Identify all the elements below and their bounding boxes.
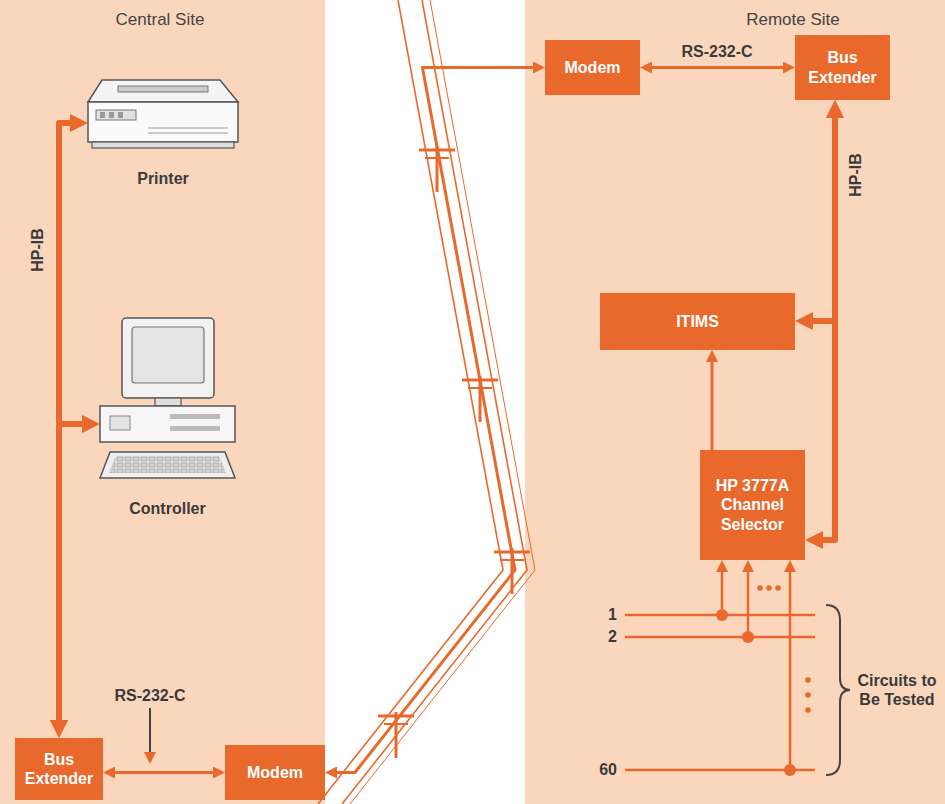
equipment-box: Modem xyxy=(545,40,640,95)
printer-drawing xyxy=(88,80,238,148)
printer-illustration: Printer xyxy=(88,78,238,188)
circuit-number: 60 xyxy=(599,760,617,779)
signal-connector xyxy=(711,356,714,450)
controller-illustration: Controller xyxy=(100,318,235,518)
signal-connector xyxy=(331,68,539,773)
site-panel: Central SitePrinterControllerBus Extende… xyxy=(0,0,325,804)
equipment-box: ITIMS xyxy=(600,293,795,350)
circuit-number: 2 xyxy=(608,627,617,646)
signal-connector xyxy=(646,66,789,69)
group-note: Circuits to Be Tested xyxy=(856,671,938,709)
box-label: HP 3777A Channel Selector xyxy=(707,476,798,534)
box-label: Modem xyxy=(247,763,303,782)
box-label: Bus Extender xyxy=(22,750,96,788)
equipment-box: Bus Extender xyxy=(15,738,103,800)
site-title: Central Site xyxy=(60,10,260,30)
device-label: Controller xyxy=(129,499,205,518)
equipment-box: HP 3777A Channel Selector xyxy=(700,450,805,560)
box-label: Modem xyxy=(565,58,621,77)
bus-name: HP-IB xyxy=(846,153,865,197)
device-label: Printer xyxy=(137,169,189,188)
leader-arrow xyxy=(149,708,151,758)
signal-connector xyxy=(109,771,219,774)
signal-name: RS-232-C xyxy=(114,686,185,705)
circuit-number: 1 xyxy=(608,605,617,624)
site-title: Remote Site xyxy=(693,10,893,30)
box-label: Bus Extender xyxy=(802,48,883,86)
bus-name: HP-IB xyxy=(28,228,47,272)
box-label: ITIMS xyxy=(676,312,719,331)
signal-name: RS-232-C xyxy=(681,42,752,61)
equipment-box: Bus Extender xyxy=(795,35,890,100)
equipment-box: Modem xyxy=(225,745,325,800)
